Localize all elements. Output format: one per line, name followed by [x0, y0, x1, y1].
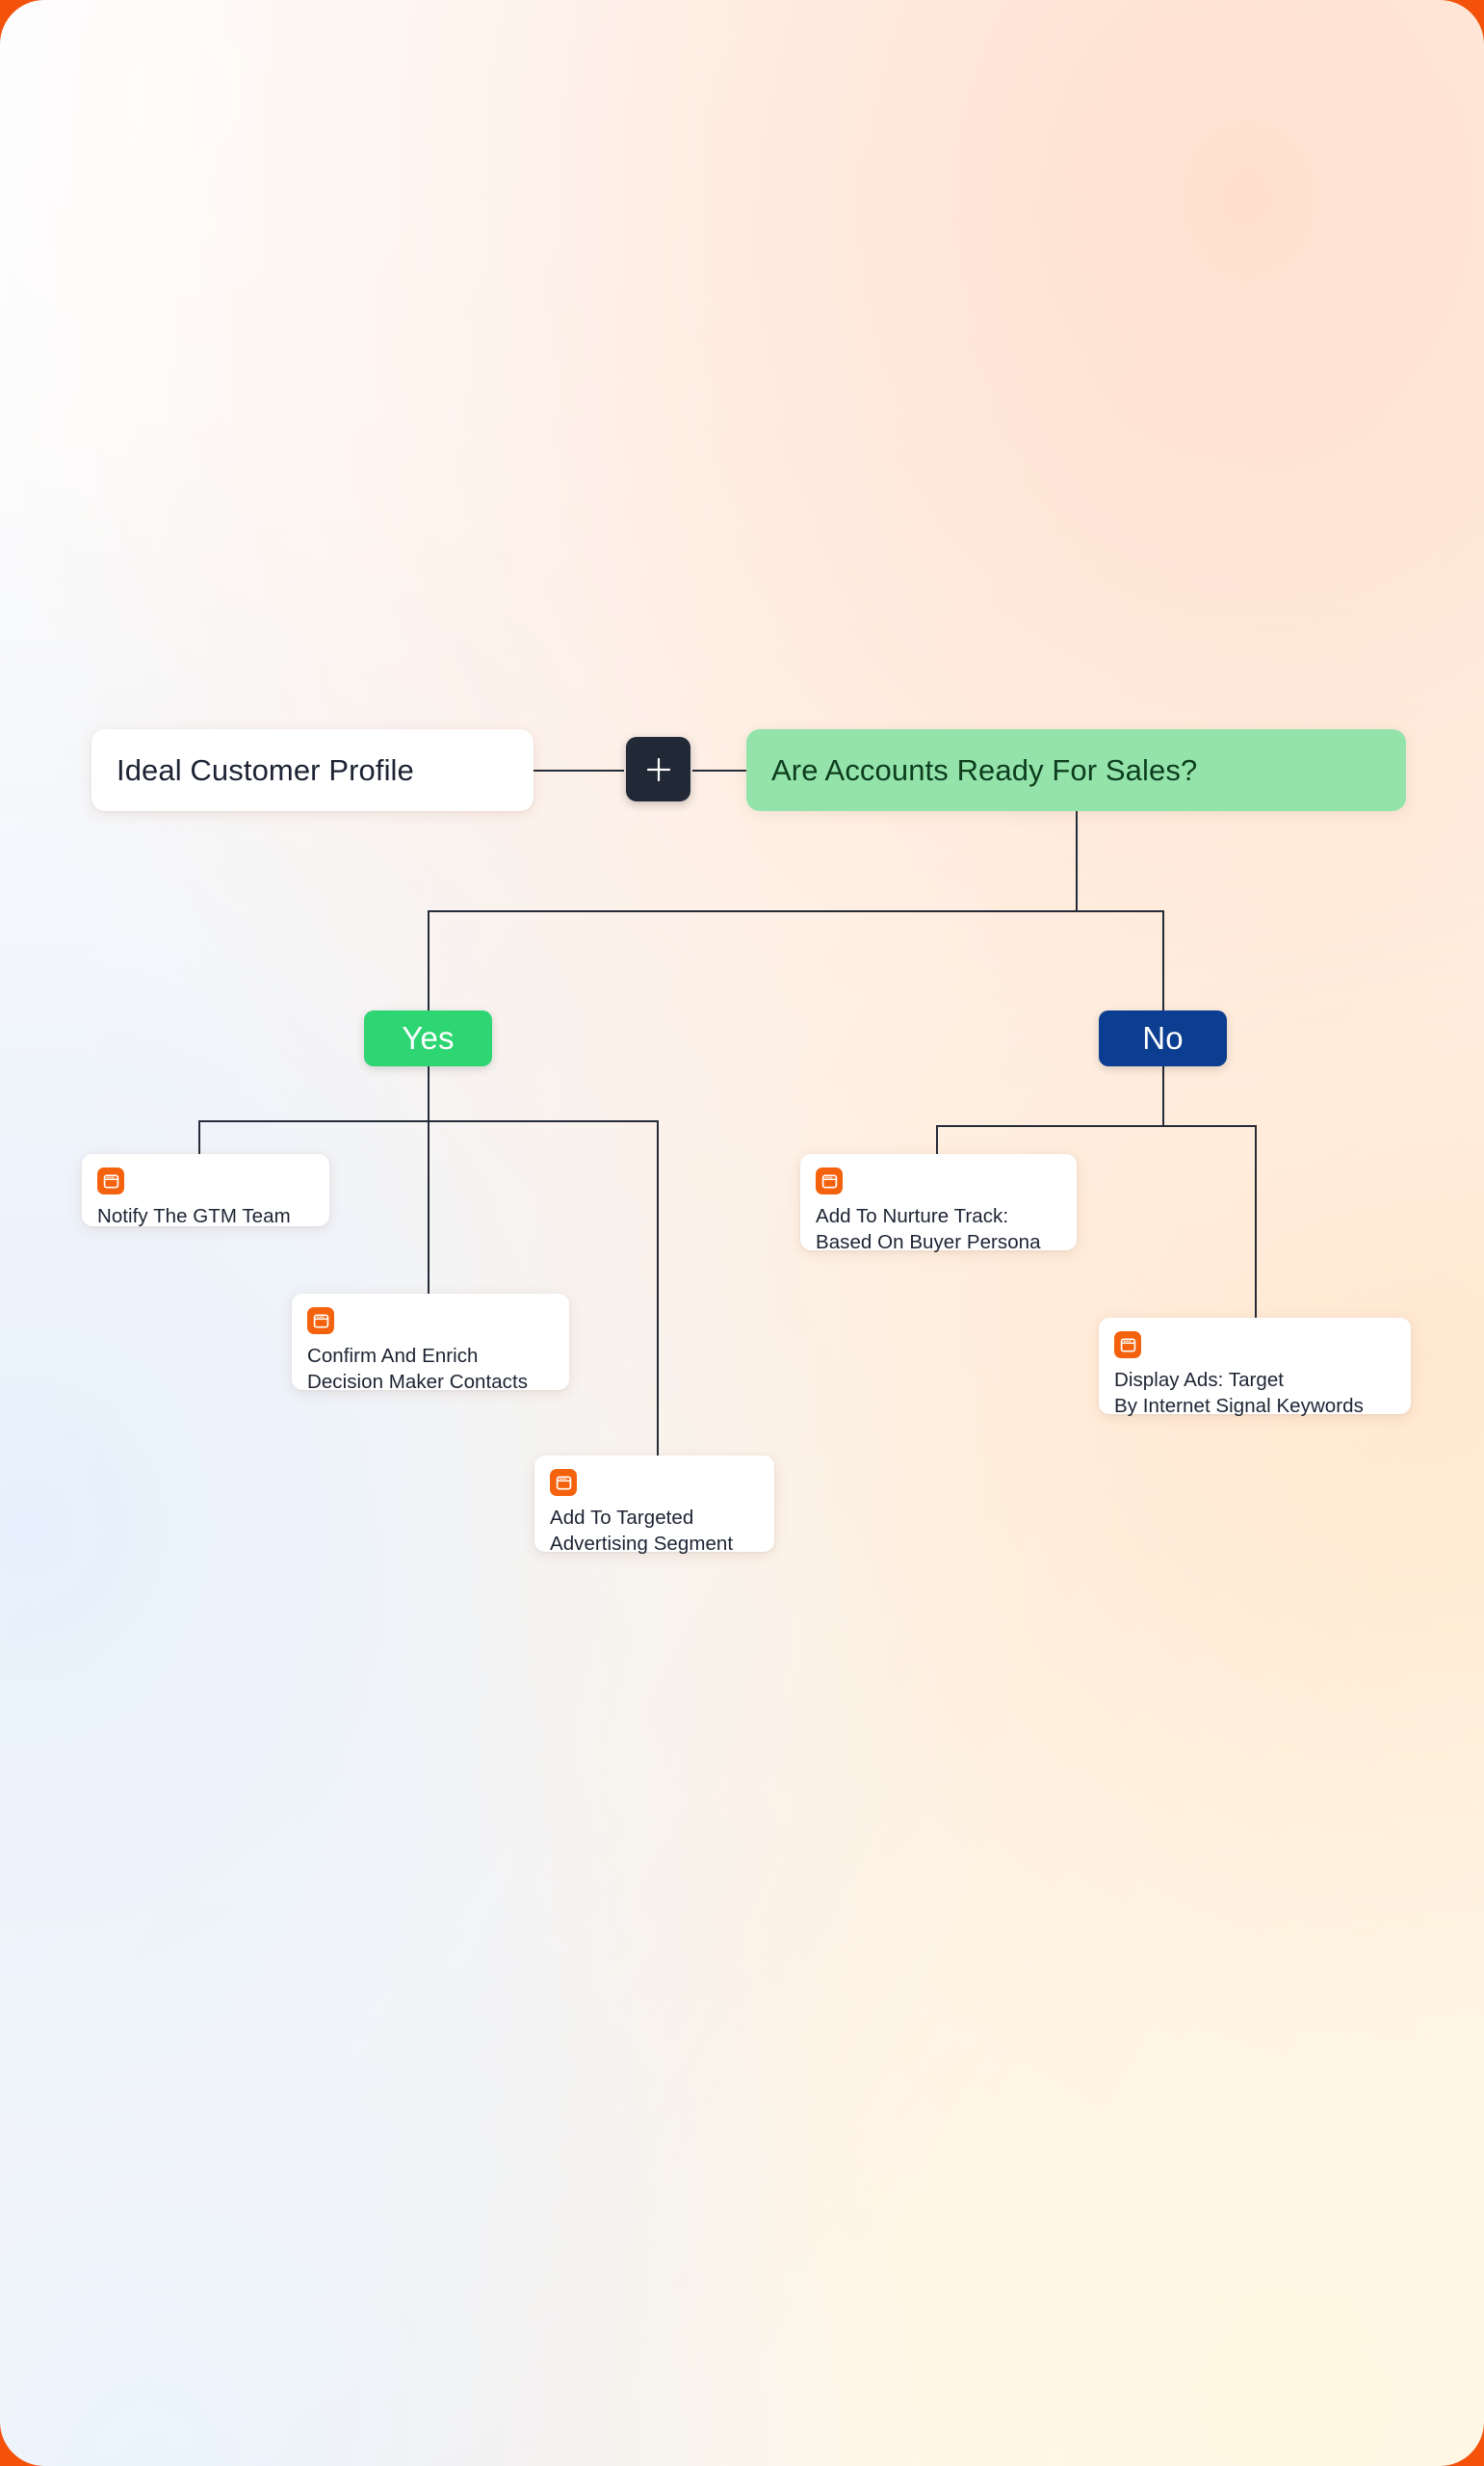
branch-badge-yes[interactable]: Yes: [364, 1010, 492, 1066]
window-icon: [816, 1167, 843, 1194]
action-card-label: Confirm And Enrich Decision Maker Contac…: [307, 1345, 529, 1393]
connector-yes-to-action-2: [428, 1120, 430, 1295]
plus-icon: [644, 755, 673, 784]
action-card-add-targeted-advertising[interactable]: Add To Targeted Advertising Segment: [534, 1456, 774, 1555]
connector-bar-to-yes: [428, 910, 430, 1010]
window-icon: [97, 1167, 124, 1194]
action-card-label: Notify The GTM Team: [97, 1205, 291, 1227]
node-decision-accounts-ready[interactable]: Are Accounts Ready For Sales?: [746, 729, 1406, 811]
action-card-label: Add To Nurture Track: Based On Buyer Per…: [816, 1205, 1041, 1253]
action-card-add-nurture-track[interactable]: Add To Nurture Track: Based On Buyer Per…: [800, 1154, 1077, 1253]
branch-badge-yes-label: Yes: [402, 1020, 455, 1056]
connector-bar-to-no: [1162, 910, 1164, 1010]
connector-yes-to-action-3: [657, 1120, 659, 1456]
window-icon: [1114, 1331, 1141, 1358]
connector-no-trunk: [1162, 1058, 1164, 1126]
connector-yes-to-action-1: [198, 1120, 200, 1155]
branch-badge-no[interactable]: No: [1099, 1010, 1227, 1066]
connector-no-bar: [936, 1125, 1256, 1127]
window-icon: [550, 1469, 577, 1496]
action-card-display-ads-target[interactable]: Display Ads: Target By Internet Signal K…: [1099, 1318, 1411, 1417]
action-card-confirm-enrich-contacts[interactable]: Confirm And Enrich Decision Maker Contac…: [292, 1294, 569, 1393]
connector-plus-to-decision: [692, 770, 748, 772]
window-icon: [307, 1307, 334, 1334]
connector-yes-trunk: [428, 1058, 430, 1121]
node-ideal-customer-profile[interactable]: Ideal Customer Profile: [91, 729, 534, 811]
action-card-label: Add To Targeted Advertising Segment: [550, 1507, 734, 1555]
action-card-notify-gtm-team[interactable]: Notify The GTM Team: [82, 1154, 329, 1227]
connector-no-to-action-1: [936, 1125, 938, 1155]
action-card-label: Display Ads: Target By Internet Signal K…: [1114, 1369, 1364, 1417]
connector-decision-trunk: [1076, 809, 1078, 911]
root-node-label: Ideal Customer Profile: [117, 752, 414, 787]
branch-badge-no-label: No: [1142, 1020, 1184, 1056]
add-node-button[interactable]: [626, 737, 690, 801]
decision-node-label: Are Accounts Ready For Sales?: [771, 752, 1198, 787]
connector-root-to-plus: [533, 770, 624, 772]
connector-no-to-action-2: [1255, 1125, 1257, 1319]
connector-branch-bar: [428, 910, 1164, 912]
